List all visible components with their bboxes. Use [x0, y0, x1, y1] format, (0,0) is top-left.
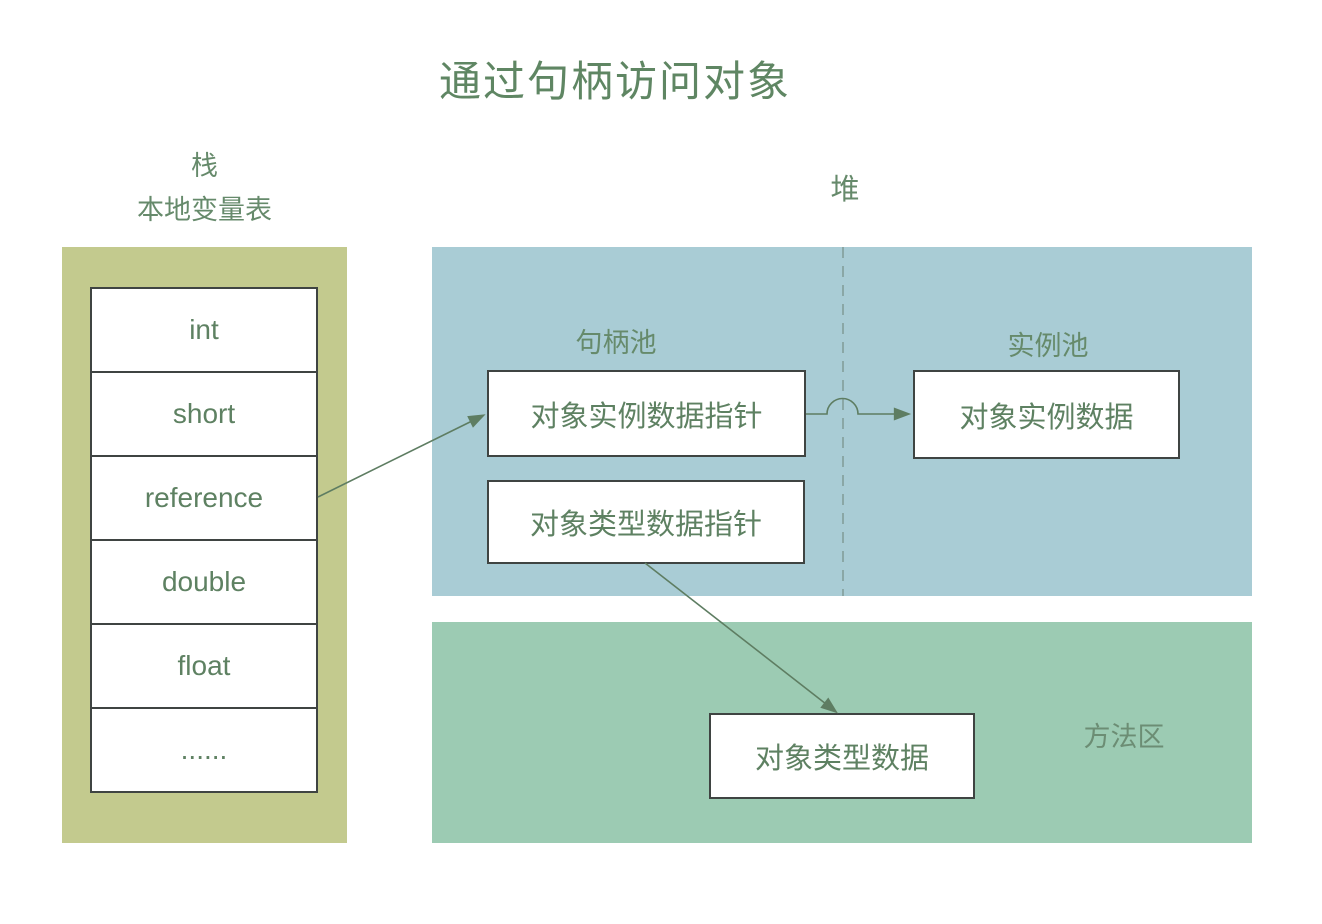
stack-cell-reference: reference — [92, 455, 316, 539]
diagram-title: 通过句柄访问对象 — [438, 58, 791, 105]
stack-panel: int short reference double float ...... — [62, 247, 347, 843]
stack-region-label: 栈 — [191, 151, 218, 181]
stack-cell-double: double — [92, 539, 316, 623]
object-instance-data-pointer-box: 对象实例数据指针 — [487, 370, 806, 457]
stack-cell-ellipsis: ...... — [92, 707, 316, 791]
object-type-data-box: 对象类型数据 — [709, 713, 975, 799]
stack-cell-short: short — [92, 371, 316, 455]
instance-pool-label: 实例池 — [1007, 331, 1089, 361]
object-instance-data-box: 对象实例数据 — [913, 370, 1180, 459]
object-type-data-pointer-box: 对象类型数据指针 — [487, 480, 805, 564]
stack-cell-float: float — [92, 623, 316, 707]
local-variable-table-label: 本地变量表 — [137, 195, 272, 225]
heap-region-label: 堆 — [830, 174, 860, 206]
local-variable-table: int short reference double float ...... — [90, 287, 318, 793]
method-area-label: 方法区 — [1083, 722, 1165, 752]
stack-cell-int: int — [189, 314, 219, 345]
handle-pool-label: 句柄池 — [575, 328, 657, 358]
